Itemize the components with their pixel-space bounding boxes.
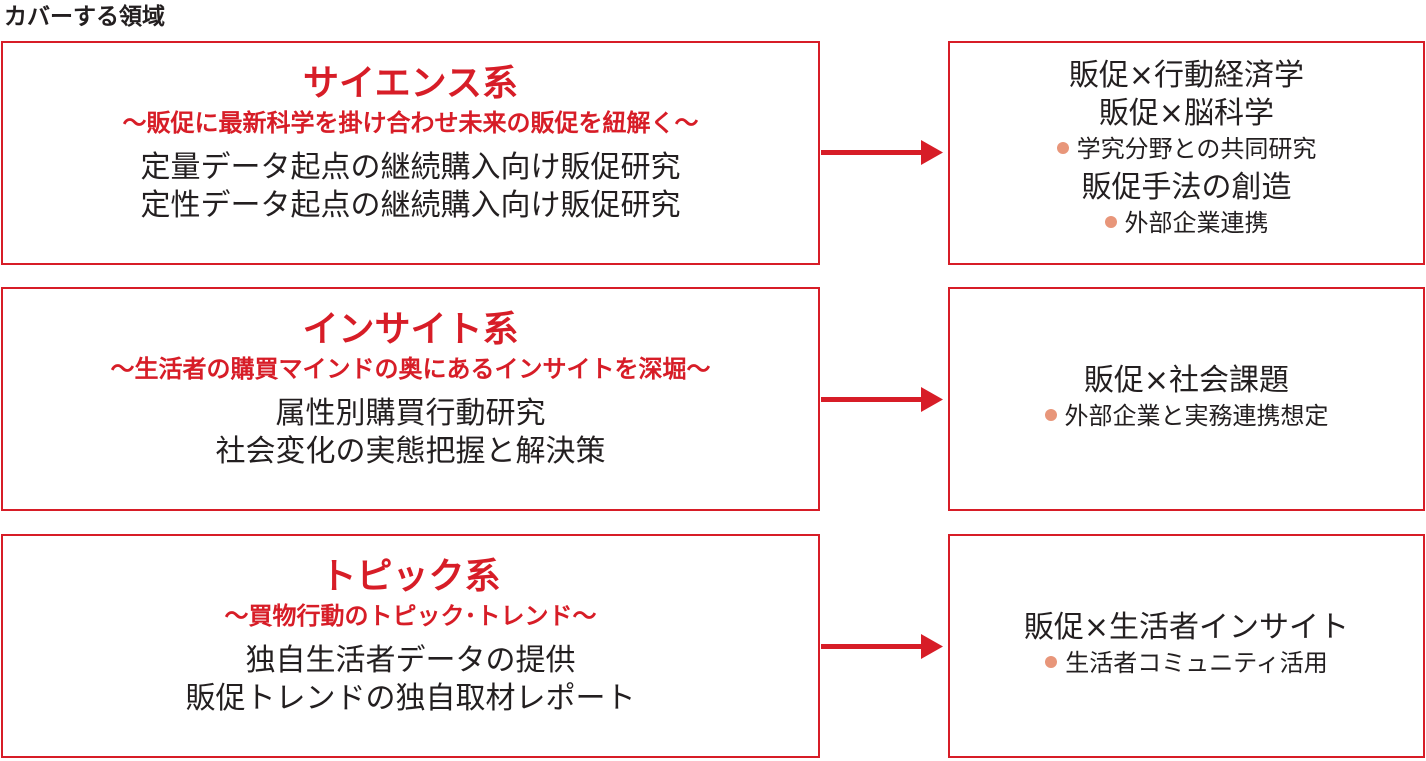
bullet-dot-icon	[1045, 656, 1058, 668]
outcome-line: 販促×脳科学	[1098, 96, 1275, 131]
category-subtitle: ～生活者の購買マインドの奥にあるインサイトを深堀～	[110, 355, 711, 383]
outcome-line: 販促×社会課題	[1083, 363, 1290, 398]
category-box-topic: トピック系 ～買物行動のトピック･トレンド～ 独自生活者データの提供 販促トレン…	[1, 534, 820, 758]
category-item: 販促トレンドの独自取材レポート	[185, 681, 636, 716]
category-item: 独自生活者データの提供	[245, 643, 576, 678]
outcome-note-text: 外部企業連携	[1124, 209, 1269, 237]
category-subtitle: ～買物行動のトピック･トレンド～	[224, 602, 597, 630]
outcome-note-text: 外部企業と実務連携想定	[1064, 402, 1329, 430]
outcome-line: 販促手法の創造	[1081, 170, 1292, 205]
category-title: トピック系	[320, 556, 501, 597]
arrow-right-icon	[821, 387, 943, 412]
arrow-right-icon	[821, 634, 943, 659]
outcome-line: 販促×生活者インサイト	[1023, 610, 1350, 645]
outcome-box-insight: 販促×社会課題 外部企業と実務連携想定	[948, 287, 1425, 511]
outcome-box-topic: 販促×生活者インサイト 生活者コミュニティ活用	[948, 534, 1425, 758]
outcome-note: 外部企業と実務連携想定	[1044, 400, 1329, 432]
category-items: 属性別購買行動研究 社会変化の実態把握と解決策	[3, 395, 818, 471]
diagram-heading: カバーする領域	[4, 4, 165, 30]
category-box-insight: インサイト系 ～生活者の購買マインドの奥にあるインサイトを深堀～ 属性別購買行動…	[1, 287, 820, 511]
outcome-note: 外部企業連携	[1104, 207, 1269, 239]
category-item: 定量データ起点の継続購入向け販促研究	[140, 150, 681, 185]
bullet-dot-icon	[1056, 142, 1069, 154]
outcome-note: 学究分野との共同研究	[1056, 133, 1317, 165]
category-items: 定量データ起点の継続購入向け販促研究 定性データ起点の継続購入向け販促研究	[3, 149, 818, 225]
arrow-right-icon	[821, 140, 943, 165]
category-box-science: サイエンス系 ～販促に最新科学を掛け合わせ未来の販促を紐解く～ 定量データ起点の…	[1, 41, 820, 265]
outcome-note-text: 学究分野との共同研究	[1076, 135, 1317, 163]
category-subtitle: ～販促に最新科学を掛け合わせ未来の販促を紐解く～	[122, 109, 699, 137]
category-item: 社会変化の実態把握と解決策	[215, 434, 606, 469]
category-items: 独自生活者データの提供 販促トレンドの独自取材レポート	[3, 642, 818, 718]
category-item: 属性別購買行動研究	[275, 396, 546, 431]
outcome-line: 販促×行動経済学	[1068, 58, 1305, 93]
outcome-note-text: 生活者コミュニティ活用	[1065, 649, 1328, 677]
bullet-dot-icon	[1044, 409, 1057, 421]
category-title: インサイト系	[302, 309, 519, 350]
category-title: サイエンス系	[303, 63, 518, 104]
bullet-dot-icon	[1104, 216, 1117, 228]
outcome-note: 生活者コミュニティ活用	[1045, 647, 1328, 679]
outcome-box-science: 販促×行動経済学 販促×脳科学 学究分野との共同研究 販促手法の創造 外部企業連…	[948, 41, 1425, 265]
category-item: 定性データ起点の継続購入向け販促研究	[140, 188, 681, 223]
